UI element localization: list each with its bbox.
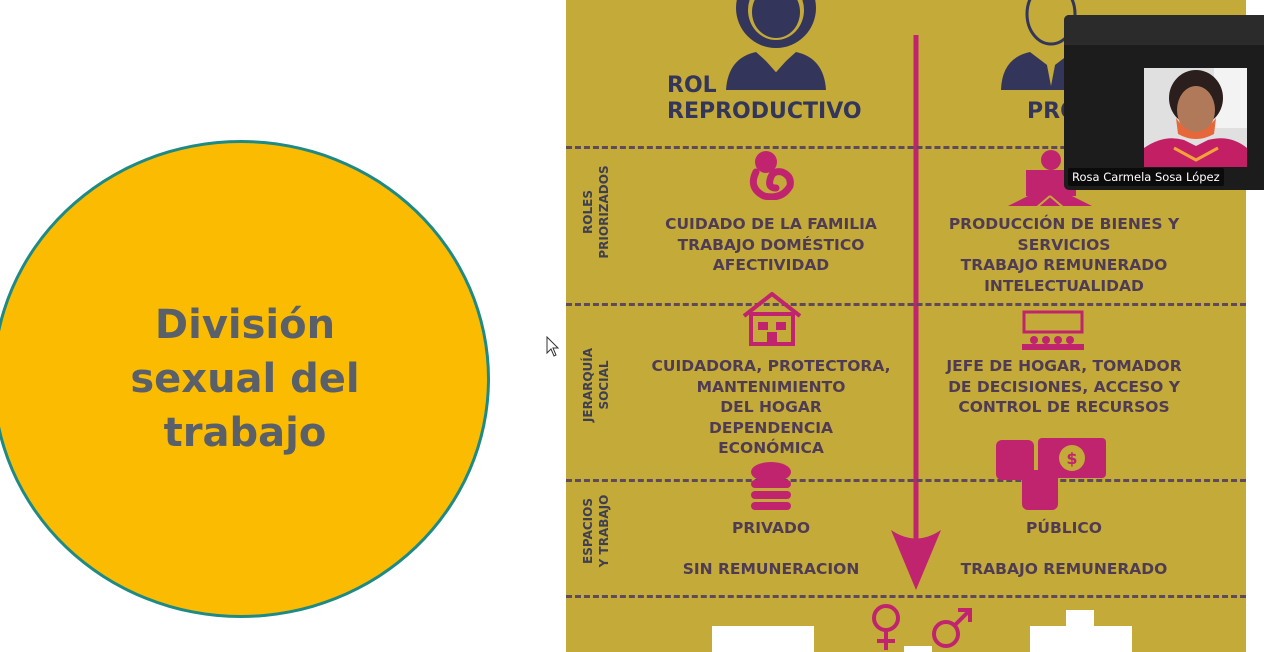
- participant-video-tile[interactable]: Rosa Carmela Sosa López: [1064, 15, 1264, 190]
- right-trabajo-text: TRABAJO REMUNERADO: [960, 560, 1168, 578]
- title-circle: [0, 140, 490, 618]
- divider: [566, 595, 1246, 598]
- woman-icon: [726, 0, 826, 90]
- left-jerarquia-text: CUIDADORA, PROTECTORA, MANTENIMIENTO DEL…: [651, 357, 891, 457]
- left-espacio-text: PRIVADO: [731, 519, 811, 537]
- right-roles-text: PRODUCCIÓN DE BIENES Y SERVICIOS TRABAJO…: [948, 215, 1180, 295]
- factory-icon: [1008, 150, 1092, 208]
- svg-text:$: $: [1066, 449, 1077, 468]
- participant-avatar: [1144, 68, 1247, 167]
- mouse-cursor-icon: [546, 336, 560, 357]
- plus-symbol-vertical: [1066, 610, 1094, 652]
- house-icon: [742, 292, 802, 346]
- down-arrow-icon: [891, 35, 941, 590]
- divider: [566, 479, 1246, 482]
- row-label-jerarquia: JERARQUÍA SOCIAL: [581, 347, 611, 423]
- slide-title: División sexual del trabajo: [130, 302, 360, 456]
- right-jerarquia-text: JEFE DE HOGAR, TOMADOR DE DECISIONES, AC…: [946, 357, 1182, 416]
- row-label-roles: ROLES PRIORIZADOS: [581, 165, 611, 259]
- minus-symbol: [712, 626, 814, 652]
- header-reproductive: ROL REPRODUCTIVO: [667, 73, 862, 124]
- coins-icon: [751, 462, 791, 510]
- fetus-icon: [749, 151, 794, 200]
- left-trabajo-text: SIN REMUNERACION: [682, 560, 860, 578]
- participant-video: [1144, 68, 1247, 167]
- divider: [566, 146, 1246, 149]
- row-label-espacios: ESPACIOS Y TRABAJO: [581, 494, 611, 568]
- right-espacio-text: PÚBLICO: [1026, 519, 1102, 537]
- divider: [566, 303, 1246, 306]
- money-icon: $: [996, 438, 1106, 510]
- meeting-icon: [1022, 310, 1084, 350]
- gender-symbols-icon: [872, 604, 972, 652]
- video-tile-header[interactable]: [1064, 15, 1264, 45]
- participant-name-label: Rosa Carmela Sosa López: [1068, 168, 1224, 186]
- left-roles-text: CUIDADO DE LA FAMILIA TRABAJO DOMÉSTICO …: [665, 215, 877, 274]
